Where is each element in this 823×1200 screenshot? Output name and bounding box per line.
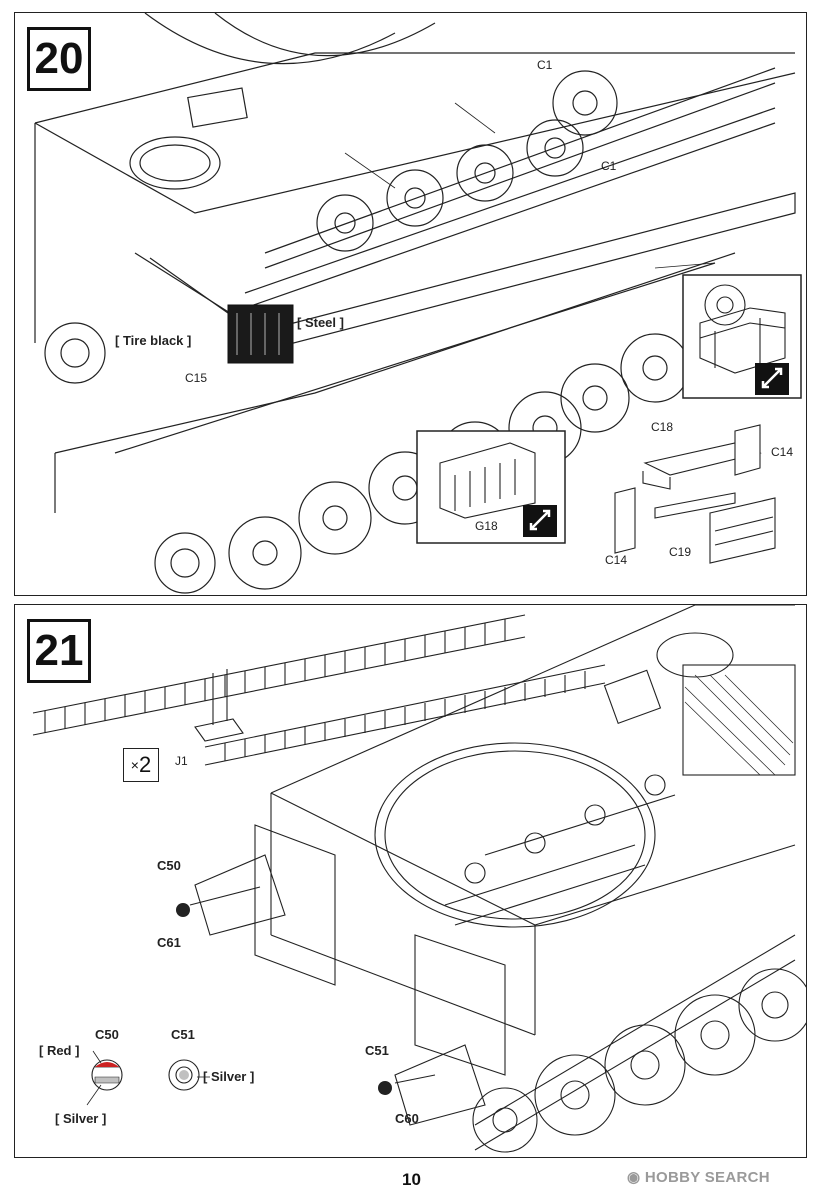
- multiplier-value: 2: [138, 752, 152, 777]
- part-label-c51: C51: [365, 1043, 389, 1058]
- watermark-text: HOBBY SEARCH: [644, 1169, 770, 1186]
- part-label-j1: J1: [175, 754, 188, 768]
- paint-label-silver-left: [ Silver ]: [55, 1111, 107, 1126]
- part-label-c14-right: C14: [771, 445, 794, 459]
- part-label-c19: C19: [669, 545, 692, 559]
- step-21-panel: 21 J1 ×2 C50 C61 C51 C60 C50 C51 [ Red ]…: [14, 604, 807, 1158]
- part-label-c50: C50: [157, 858, 181, 873]
- paint-label-red: [ Red ]: [39, 1043, 80, 1058]
- part-label-c60: C60: [395, 1111, 419, 1126]
- part-label-c18: C18: [651, 420, 674, 434]
- part-label-c14-left: C14: [605, 553, 628, 567]
- multiply-icon: ×: [130, 757, 139, 773]
- paint-label-steel: [ Steel ]: [297, 315, 344, 330]
- step-20-panel: 20 C1 C1 [ Steel ] [ Tire black ] C15 C1…: [14, 12, 807, 596]
- paint-label-tire-black: [ Tire black ]: [115, 333, 192, 348]
- detail-label-c50: C50: [95, 1027, 119, 1042]
- hobby-search-logo-icon: ◉: [627, 1169, 645, 1186]
- page-number: 10: [402, 1170, 421, 1189]
- part-label-g18: G18: [475, 519, 498, 533]
- step-number-21: 21: [27, 619, 91, 683]
- quantity-multiplier: ×2: [123, 748, 159, 782]
- detail-label-c51: C51: [171, 1027, 195, 1042]
- step-20-drawing: [34, 13, 802, 594]
- watermark: ◉ HOBBY SEARCH: [627, 1168, 770, 1186]
- part-label-c15: C15: [185, 371, 208, 385]
- part-label-c1-mid: C1: [601, 159, 617, 173]
- part-label-c1-top: C1: [537, 58, 553, 72]
- paint-label-silver-right: [ Silver ]: [203, 1069, 255, 1084]
- part-label-c61: C61: [157, 935, 181, 950]
- step-number-20: 20: [27, 27, 91, 91]
- step-21-drawing: [32, 605, 806, 1153]
